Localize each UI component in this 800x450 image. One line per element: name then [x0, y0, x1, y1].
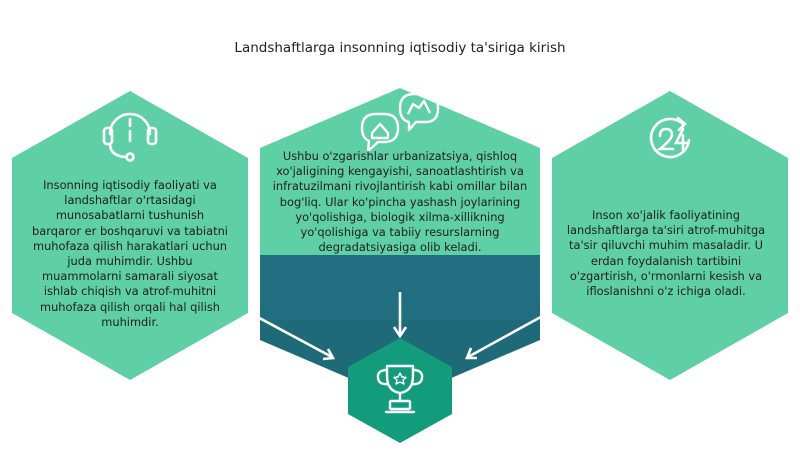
arrows	[249, 292, 549, 361]
hexagon-left-text: Insonning iqtisodiy faoliyati va landsha…	[32, 178, 228, 329]
chat-bubbles-icon	[360, 92, 440, 153]
arrow-center-head	[392, 326, 408, 339]
hexagon-bottom	[348, 338, 452, 443]
hexagon-left	[12, 91, 248, 380]
arrow-right-head	[465, 347, 477, 360]
24-hours-icon	[649, 116, 691, 159]
arrow-left-head	[322, 348, 336, 361]
arrow-right	[467, 311, 549, 359]
hexagon-right-text: Inson xo'jalik faoliyatining landshaftla…	[566, 208, 766, 299]
hexagon-right	[552, 91, 788, 380]
hexagon-center-text: Ushbu o'zgarishlar urbanizatsiya, qishlo…	[272, 149, 528, 255]
arrow-left	[249, 311, 333, 359]
headset-support-icon	[102, 112, 158, 162]
page-title: Landshaftlarga insonning iqtisodiy ta'si…	[234, 40, 566, 56]
trophy-icon	[376, 364, 424, 414]
